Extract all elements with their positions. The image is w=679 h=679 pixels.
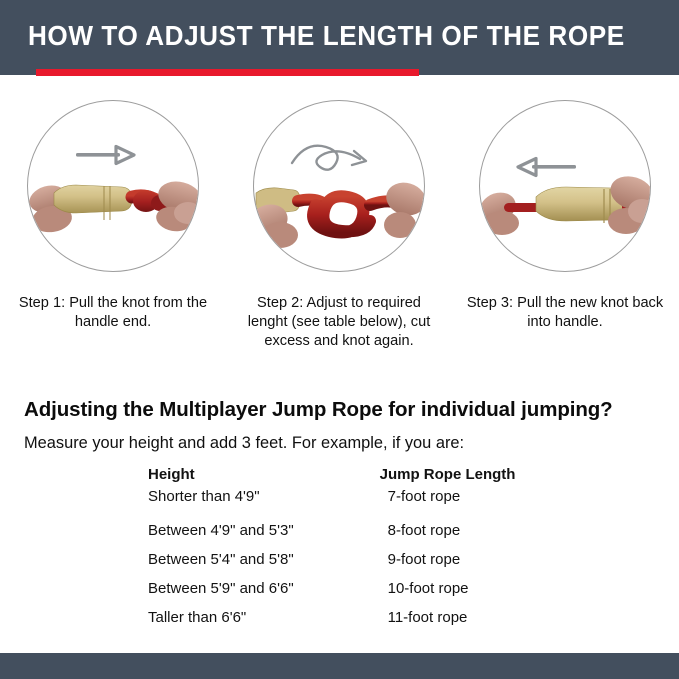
rope-length-table: Height Jump Rope Length Shorter than 4'9… <box>148 466 548 638</box>
cell-rope-length: 8-foot rope <box>387 522 461 539</box>
right-hand <box>384 182 424 238</box>
cell-height: Taller than 6'6" <box>148 609 247 626</box>
table-body: Shorter than 4'9" 7-foot rope Between 4'… <box>148 488 548 638</box>
step-1-illustration <box>27 100 199 272</box>
header-accent-rule <box>36 69 419 76</box>
steps-row: Step 1: Pull the knot from the handle en… <box>0 100 679 351</box>
step-3-illustration <box>479 100 651 272</box>
section-heading: Adjusting the Multiplayer Jump Rope for … <box>24 398 613 421</box>
table-header-row: Height Jump Rope Length <box>148 466 548 488</box>
cell-rope-length: 11-foot rope <box>387 609 468 626</box>
cell-height: Between 4'9" and 5'3" <box>148 522 294 539</box>
step-2: Step 2: Adjust to required lenght (see t… <box>226 100 452 351</box>
table-head: Height Jump Rope Length <box>148 466 548 488</box>
cell-height: Shorter than 4'9" <box>148 488 260 505</box>
handle-insert-knot-illustration <box>480 156 650 235</box>
step-1: Step 1: Pull the knot from the handle en… <box>0 100 226 351</box>
step-3: Step 3: Pull the new knot back into hand… <box>452 100 678 351</box>
table-row: Between 5'4" and 5'8" 9-foot rope <box>148 551 548 580</box>
table-row: Shorter than 4'9" 7-foot rope <box>148 488 548 522</box>
table-row: Between 4'9" and 5'3" 8-foot rope <box>148 522 548 551</box>
arrow-left-icon <box>516 156 576 178</box>
cell-rope-length: 7-foot rope <box>387 488 461 505</box>
page-footer-bar <box>0 653 679 679</box>
arrow-right-icon <box>76 144 136 166</box>
step-2-caption: Step 2: Adjust to required lenght (see t… <box>247 295 431 349</box>
rope-knot-tying-illustration <box>254 144 424 248</box>
rope-knot <box>292 190 404 239</box>
rope-tail <box>504 203 540 212</box>
step-3-caption: Step 3: Pull the new knot back into hand… <box>466 295 664 330</box>
cell-height: Between 5'4" and 5'8" <box>148 551 294 568</box>
page-header-bar <box>0 0 679 75</box>
column-header-height: Height <box>148 466 195 483</box>
column-header-rope-length: Jump Rope Length <box>379 466 516 483</box>
step-2-illustration <box>253 100 425 272</box>
table-row: Between 5'9" and 6'6" 10-foot rope <box>148 580 548 609</box>
table-row: Taller than 6'6" 11-foot rope <box>148 609 548 638</box>
page-title: HOW TO ADJUST THE LENGTH OF THE ROPE <box>28 20 625 51</box>
arrow-loop-icon <box>290 144 368 171</box>
cell-rope-length: 10-foot rope <box>387 580 469 597</box>
cell-rope-length: 9-foot rope <box>387 551 461 568</box>
left-hand <box>480 192 519 235</box>
step-1-caption: Step 1: Pull the knot from the handle en… <box>18 295 208 330</box>
section-subheading: Measure your height and add 3 feet. For … <box>24 434 465 452</box>
handle-pull-knot-illustration <box>29 144 198 233</box>
right-hand <box>608 176 650 234</box>
cell-height: Between 5'9" and 6'6" <box>148 580 294 597</box>
